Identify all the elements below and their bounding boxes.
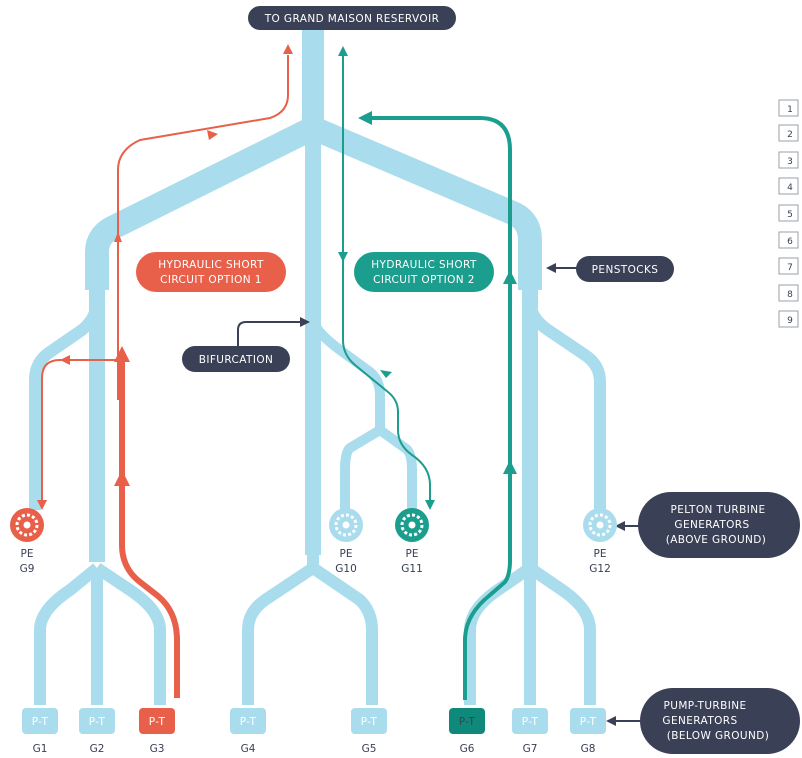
side-number-item: 7: [778, 257, 799, 275]
svg-text:8: 8: [787, 290, 793, 300]
pump-name: G1: [33, 743, 48, 755]
manifold-right: [308, 116, 542, 290]
pump-line3: (BELOW GROUND): [667, 730, 769, 742]
pump-name: G3: [150, 743, 165, 755]
pump-turbine-g1: P-T G1: [22, 708, 58, 755]
pump-code: P-T: [459, 716, 476, 728]
side-number-item: 6: [778, 231, 799, 249]
svg-text:9: 9: [787, 316, 793, 326]
pump-code: P-T: [240, 716, 257, 728]
side-number-list: 1 2 3 4 5 6 7 8: [778, 99, 799, 328]
pelton-name: G12: [589, 563, 611, 575]
pelton-name: G11: [401, 563, 423, 575]
pump-name: G2: [90, 743, 105, 755]
option2-flow: [342, 55, 512, 700]
side-number-item: 4: [778, 177, 799, 195]
svg-text:4: 4: [787, 183, 793, 193]
pelton-g11: PE G11: [395, 508, 429, 575]
pelton-g10: PE G10: [329, 508, 363, 575]
svg-text:7: 7: [787, 263, 793, 273]
pelton-line1: PELTON TURBINE: [670, 504, 765, 516]
bifurcation-text: BIFURCATION: [199, 354, 274, 366]
pelton-line2: GENERATORS: [674, 519, 749, 531]
pelton-code: PE: [21, 548, 34, 560]
pelton-code: PE: [594, 548, 607, 560]
svg-text:1: 1: [787, 105, 793, 115]
pump-code: P-T: [149, 716, 166, 728]
option2-callout: HYDRAULIC SHORT CIRCUIT OPTION 2: [354, 252, 494, 292]
option1-arrows: [37, 44, 293, 510]
pelton-g9: PE G9: [10, 508, 44, 575]
pump-turbine-g2: P-T G2: [79, 708, 115, 755]
side-number-item: 8: [778, 284, 799, 302]
pump-code: P-T: [522, 716, 539, 728]
option2-line2: CIRCUIT OPTION 2: [373, 274, 475, 286]
svg-text:3: 3: [787, 157, 793, 167]
option1-line2: CIRCUIT OPTION 1: [160, 274, 262, 286]
pump-name: G5: [362, 743, 377, 755]
pump-name: G6: [460, 743, 475, 755]
side-number-item: 9: [778, 310, 799, 328]
reservoir-label-text: TO GRAND MAISON RESERVOIR: [264, 13, 440, 25]
pelton-name: G9: [20, 563, 35, 575]
pump-code: P-T: [580, 716, 597, 728]
pump-line1: PUMP-TURBINE: [664, 700, 747, 712]
penstocks-text: PENSTOCKS: [592, 264, 659, 276]
side-number-item: 5: [778, 204, 799, 222]
pump-turbine-g7: P-T G7: [512, 708, 548, 755]
penstocks-callout: PENSTOCKS: [546, 256, 674, 282]
pelton-g12: PE G12: [583, 508, 617, 575]
manifold-left: [85, 117, 319, 290]
pelton-callout: PELTON TURBINE GENERATORS (ABOVE GROUND): [615, 492, 800, 558]
option2-arrows: [338, 46, 517, 510]
side-number-item: 3: [778, 151, 799, 169]
option1-flow: [41, 55, 289, 698]
svg-text:5: 5: [787, 210, 793, 220]
pelton-code: PE: [340, 548, 353, 560]
option1-line1: HYDRAULIC SHORT: [158, 259, 264, 271]
pelton-name: G10: [335, 563, 357, 575]
side-number-item: 1: [778, 99, 799, 117]
pump-code: P-T: [89, 716, 106, 728]
pump-turbine-g4: P-T G4: [230, 708, 266, 755]
pelton-code: PE: [406, 548, 419, 560]
side-number-item: 2: [778, 124, 799, 142]
pump-name: G8: [581, 743, 596, 755]
pelton-line3: (ABOVE GROUND): [666, 534, 767, 546]
reservoir-label: TO GRAND MAISON RESERVOIR: [248, 6, 456, 30]
pump-code: P-T: [361, 716, 378, 728]
pump-code: P-T: [32, 716, 49, 728]
pump-name: G7: [523, 743, 538, 755]
pump-turbine-callout: PUMP-TURBINE GENERATORS (BELOW GROUND): [606, 688, 800, 754]
svg-text:2: 2: [787, 130, 793, 140]
pump-line2: GENERATORS: [662, 715, 737, 727]
pump-turbine-g6: P-T G6: [449, 708, 485, 755]
pump-name: G4: [241, 743, 256, 755]
option2-line1: HYDRAULIC SHORT: [371, 259, 477, 271]
pump-turbine-g8: P-T G8: [570, 708, 606, 755]
bifurcation-callout: BIFURCATION: [182, 317, 310, 372]
option1-callout: HYDRAULIC SHORT CIRCUIT OPTION 1: [136, 252, 286, 292]
pump-turbine-g5: P-T G5: [351, 708, 387, 755]
svg-text:6: 6: [787, 237, 793, 247]
pump-turbine-g3: P-T G3: [139, 708, 175, 755]
